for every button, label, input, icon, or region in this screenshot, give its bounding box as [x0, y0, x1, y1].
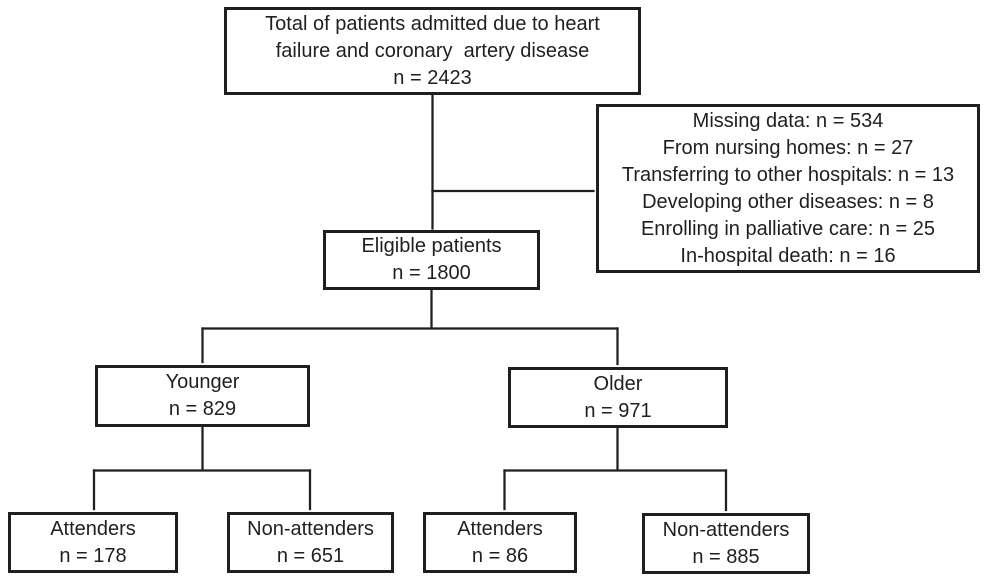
eligible-label: Eligible patients: [361, 235, 502, 257]
younger-label: Younger: [165, 371, 240, 393]
older-attenders-label: Attenders: [457, 517, 543, 540]
total-admitted-line-1: Total of patients admitted due to heart: [265, 12, 600, 35]
older-label: Older: [593, 372, 643, 395]
older-nonattenders-label: Non-attenders: [662, 518, 790, 541]
younger-attenders-box: Attenders n = 178: [8, 512, 178, 573]
older-box: Older n = 971: [508, 367, 728, 428]
older-nonattenders-count: n = 885: [692, 545, 760, 568]
younger-box: Younger n = 829: [95, 365, 310, 427]
eligible-count: n = 1800: [392, 262, 471, 284]
exclusion-other-diseases: Developing other diseases: n = 8: [642, 190, 934, 213]
exclusions-box: Missing data: n = 534 From nursing homes…: [596, 104, 980, 273]
total-admitted-count: n = 2423: [393, 66, 472, 89]
younger-nonattenders-label: Non-attenders: [247, 517, 374, 540]
exclusion-transferring: Transferring to other hospitals: n = 13: [621, 163, 955, 186]
exclusion-nursing-homes: From nursing homes: n = 27: [662, 136, 914, 159]
older-attenders-box: Attenders n = 86: [423, 512, 577, 573]
older-count: n = 971: [584, 399, 652, 422]
younger-count: n = 829: [168, 398, 237, 420]
connector-eligible-split: [201, 288, 619, 330]
exclusion-missing-data: Missing data: n = 534: [692, 109, 884, 132]
younger-nonattenders-count: n = 651: [276, 544, 345, 567]
total-admitted-line-2: failure and coronary artery disease: [275, 39, 590, 62]
younger-attenders-label: Attenders: [50, 517, 136, 540]
connector-older-split: [503, 426, 728, 472]
total-admitted-box: Total of patients admitted due to heart …: [224, 7, 641, 95]
exclusion-inhospital-death: In-hospital death: n = 16: [680, 244, 896, 267]
older-nonattenders-box: Non-attenders n = 885: [642, 513, 810, 574]
younger-attenders-count: n = 178: [59, 544, 127, 567]
connector-younger-split: [92, 425, 312, 472]
eligible-box: Eligible patients n = 1800: [323, 230, 540, 290]
older-attenders-count: n = 86: [471, 544, 529, 567]
younger-nonattenders-box: Non-attenders n = 651: [227, 512, 394, 573]
exclusion-palliative-care: Enrolling in palliative care: n = 25: [640, 217, 936, 240]
